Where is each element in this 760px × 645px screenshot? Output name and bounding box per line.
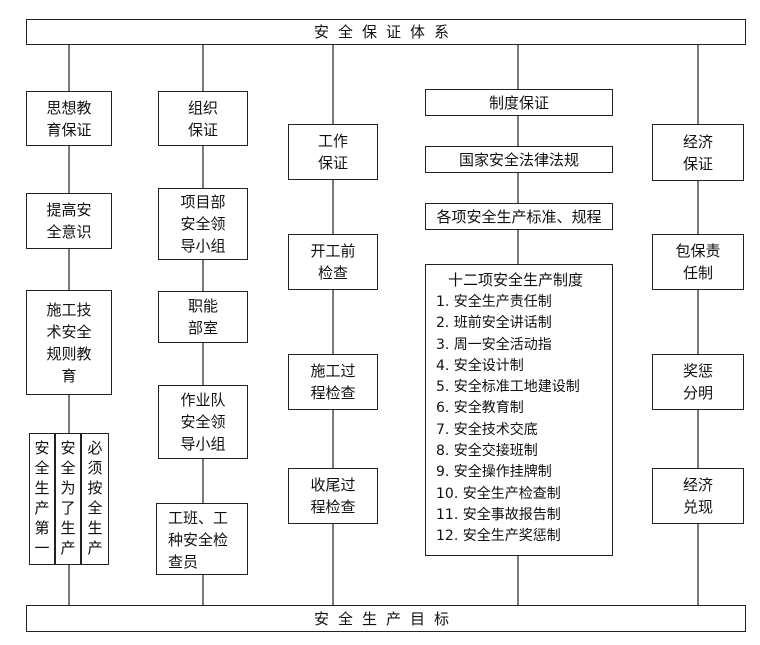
system-item-10: 10. 安全生产检查制 [436, 485, 561, 502]
col2-box4-line1: 作业队 [180, 391, 226, 409]
col1-box3-line1: 施工技 [46, 300, 92, 319]
col5-box4-line1: 经济 [682, 476, 713, 494]
top-banner-text: 安全保证体系 [313, 23, 458, 41]
col2-box2-line1: 项目部 [180, 193, 226, 211]
col2-box5-line1: 工班、工 [168, 509, 229, 527]
col3-header-line2: 保证 [317, 154, 348, 172]
col4-box3-text: 各项安全生产标准、规程 [436, 207, 602, 226]
col5-box4-line2: 兑现 [682, 498, 713, 516]
col3-header-box: 工作 保证 [288, 124, 378, 180]
col2-header-box: 组织 保证 [158, 91, 248, 146]
col3-box2-line1: 开工前 [310, 242, 356, 260]
vertical-slogan-3: 必须按全生产 [81, 433, 109, 565]
col4-header-box: 制度保证 [425, 89, 613, 116]
col5-box-responsibility: 包保责 任制 [652, 234, 744, 290]
col5-box3-line2: 分明 [682, 384, 713, 402]
col4-box-national-law: 国家安全法律法规 [425, 146, 613, 173]
col3-box-closing-check: 收尾过 程检查 [288, 468, 378, 524]
system-item-9: 9. 安全操作挂牌制 [436, 464, 552, 481]
slogan-2-text: 安全为了生产 [60, 439, 76, 557]
col5-header-line2: 保证 [682, 154, 713, 173]
system-item-4: 4. 安全设计制 [436, 357, 524, 374]
col2-box4-line2: 安全领 [180, 413, 226, 431]
col1-box3-line4: 育 [61, 366, 77, 385]
col5-header-box: 经济 保证 [652, 124, 744, 181]
col2-box3-line1: 职能 [187, 297, 218, 315]
system-item-7: 7. 安全技术交底 [436, 421, 538, 438]
col1-box-awareness: 提高安 全意识 [26, 193, 112, 249]
col2-box2-line2: 安全领 [180, 215, 226, 233]
col2-box-team-leadership: 作业队 安全领 导小组 [158, 385, 248, 459]
col5-box-economic-cashing: 经济 兑现 [652, 468, 744, 524]
systems-title: 十二项安全生产制度 [448, 271, 584, 289]
col2-box-project-leadership: 项目部 安全领 导小组 [158, 188, 248, 260]
col1-header-line2: 育保证 [46, 120, 92, 139]
system-item-6: 6. 安全教育制 [436, 400, 524, 417]
col1-box2-line2: 全意识 [46, 223, 92, 241]
slogan-3-text: 必须按全生产 [87, 439, 103, 557]
col1-box-rules-education: 施工技 术安全 规则教 育 [26, 290, 112, 395]
system-item-8: 8. 安全交接班制 [436, 443, 538, 460]
system-item-5: 5. 安全标准工地建设制 [436, 379, 580, 396]
col2-box5-line3: 查员 [168, 553, 199, 571]
col1-box2-line1: 提高安 [46, 201, 92, 219]
col1-header-box: 思想教 育保证 [26, 91, 112, 146]
slogan-1-text: 安全生产第一 [34, 439, 50, 557]
system-item-1: 1. 安全生产责任制 [436, 294, 552, 310]
col3-box4-line1: 收尾过 [310, 476, 356, 494]
vertical-slogan-1: 安全生产第一 [29, 433, 55, 565]
bottom-banner: 安全生产目标 [26, 605, 746, 632]
col3-box-process-check: 施工过 程检查 [288, 354, 378, 410]
col2-header-line1: 组织 [187, 98, 218, 117]
col3-box3-line2: 程检查 [310, 384, 356, 402]
col1-header-line1: 思想教 [46, 98, 92, 117]
col2-box-inspectors: 工班、工 种安全检 查员 [156, 503, 248, 575]
system-item-11: 11. 安全事故报告制 [436, 506, 561, 523]
system-item-12: 12. 安全生产奖惩制 [436, 528, 561, 545]
system-item-2: 2. 班前安全讲话制 [436, 315, 552, 332]
col3-box4-line2: 程检查 [310, 498, 356, 516]
top-banner: 安全保证体系 [26, 19, 746, 45]
col2-box5-line2: 种安全检 [168, 531, 229, 549]
col1-box3-line2: 术安全 [46, 322, 92, 341]
col2-box4-line3: 导小组 [180, 435, 226, 453]
col4-box2-text: 国家安全法律法规 [458, 150, 579, 169]
col4-box-standards: 各项安全生产标准、规程 [425, 203, 613, 230]
vertical-slogan-2: 安全为了生产 [55, 433, 81, 565]
col4-box-twelve-systems: 十二项安全生产制度 1. 安全生产责任制 2. 班前安全讲话制 3. 周一安全活… [425, 264, 613, 556]
col2-box-departments: 职能 部室 [158, 291, 248, 343]
col5-box2-line1: 包保责 [675, 242, 721, 260]
col3-header-line1: 工作 [317, 132, 348, 150]
col2-header-line2: 保证 [187, 120, 218, 139]
bottom-banner-text: 安全生产目标 [313, 609, 458, 628]
system-item-3: 3. 周一安全活动指 [436, 336, 552, 353]
col5-header-line1: 经济 [682, 132, 713, 151]
col3-box2-line2: 检查 [317, 264, 348, 282]
col2-box3-line2: 部室 [187, 319, 218, 337]
col3-box3-line1: 施工过 [310, 362, 356, 380]
col2-box2-line3: 导小组 [180, 237, 226, 255]
col5-box3-line1: 奖惩 [682, 362, 713, 380]
col3-box-pre-start-check: 开工前 检查 [288, 234, 378, 290]
col1-box3-line3: 规则教 [46, 344, 92, 363]
col5-box2-line2: 任制 [682, 264, 713, 282]
col5-box-rewards-penalties: 奖惩 分明 [652, 354, 744, 410]
col4-header-text: 制度保证 [488, 93, 549, 112]
